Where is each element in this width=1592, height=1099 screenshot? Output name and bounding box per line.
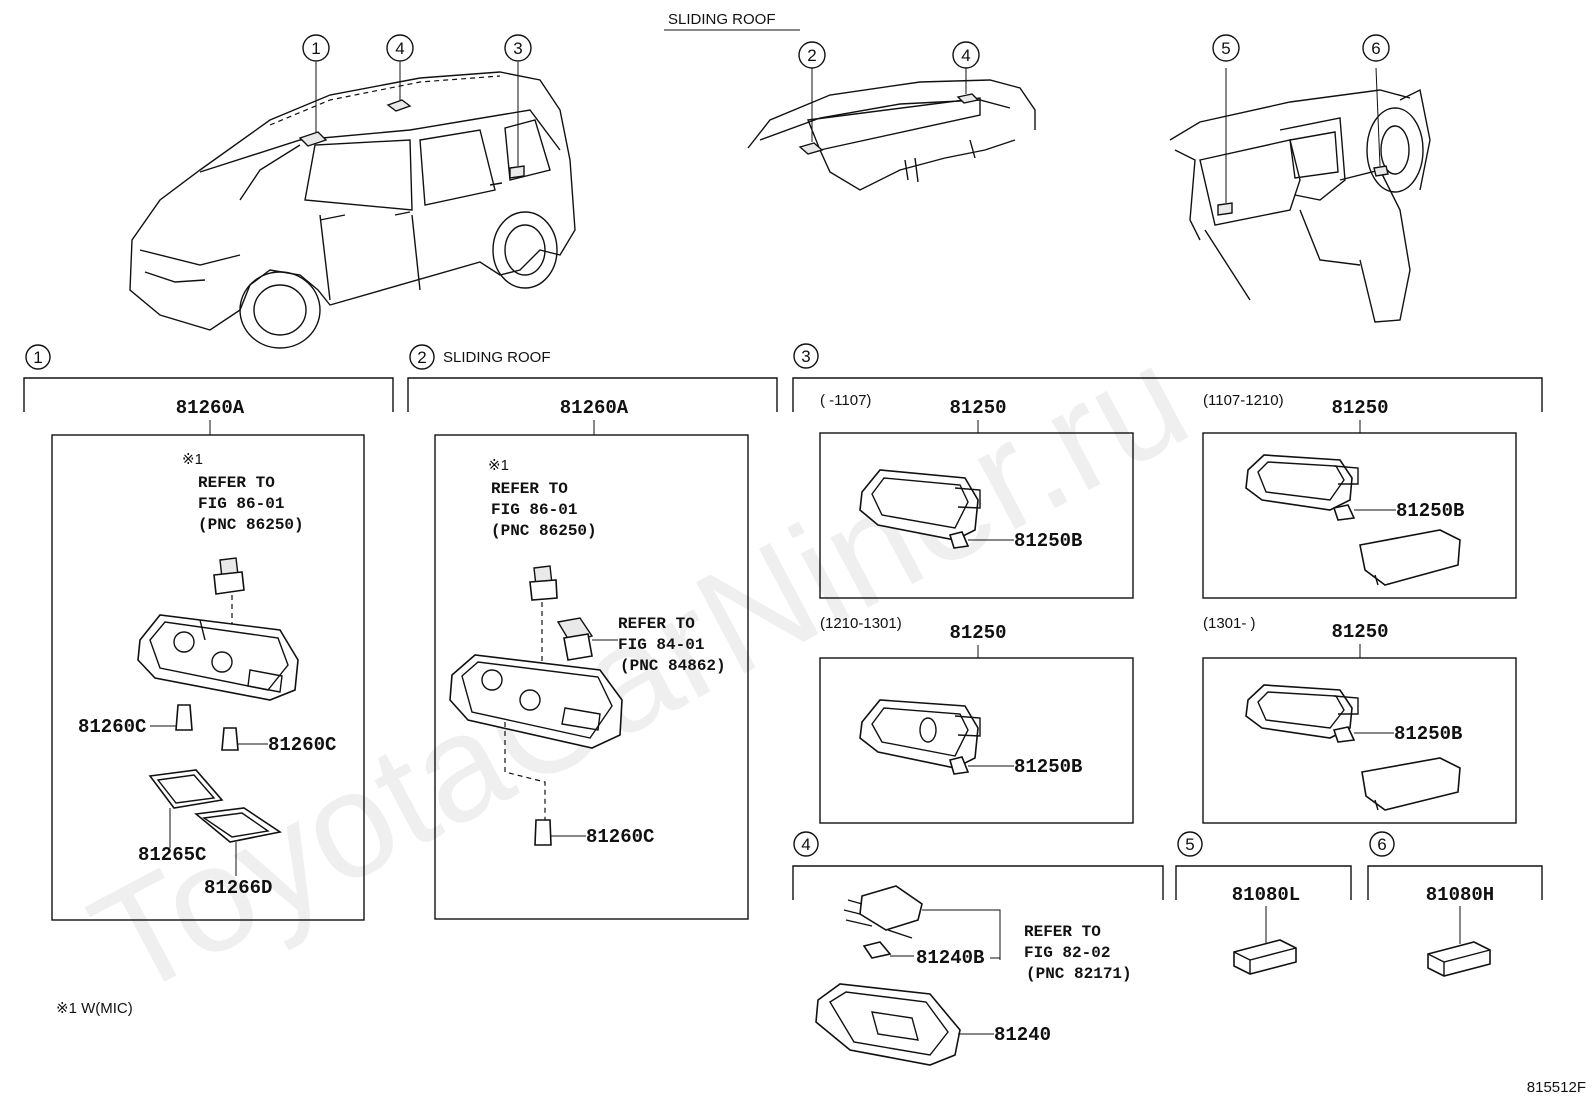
dashboard-illustration: [1169, 67, 1431, 323]
callout-1-car-label: 1: [311, 39, 320, 58]
s3-v1-lamp: [859, 469, 981, 541]
s4-part-81240: 81240: [994, 1024, 1051, 1046]
s3-v3-lamp: [859, 699, 981, 769]
s3-v4-bulb: [1332, 726, 1356, 743]
section-2-title: SLIDING ROOF: [443, 349, 551, 366]
callout-3-car: [504, 34, 532, 62]
callout-4-roof-label: 4: [961, 46, 970, 65]
s3-v4-part: 81250: [1331, 621, 1388, 643]
s2-refer2-line2: FIG 84-01: [618, 636, 704, 654]
s4-refer-line2: FIG 82-02: [1024, 944, 1110, 962]
s1-refer-line1: REFER TO: [198, 474, 275, 492]
callout-1-car: [302, 34, 330, 62]
section-2-number: 2: [417, 348, 426, 367]
section-5-number: 5: [1185, 835, 1194, 854]
s3-v1-range: ( -1107): [820, 392, 871, 409]
s3-v2-cover: [1359, 529, 1461, 586]
car-illustration: [129, 62, 576, 349]
s2-refer-line2: FIG 86-01: [491, 501, 577, 519]
s3-v2-bulb: [1332, 504, 1356, 521]
s3-v1-bulb-part: 81250B: [1014, 530, 1082, 552]
s1-part-81266D: 81266D: [204, 877, 272, 899]
s2-box: [434, 434, 749, 920]
callout-2-roof: [798, 41, 826, 69]
s3-v1-part: 81250: [949, 397, 1006, 419]
s3-v3-bulb-part: 81250B: [1014, 756, 1082, 778]
section-2: 2 SLIDING ROOF 81260A ※1 REFER TO FIG 86…: [407, 344, 778, 920]
section-1: 1 81260A ※1 REFER TO FIG 86-01 (PNC 8625…: [23, 344, 394, 921]
callout-5-dash: [1212, 34, 1240, 62]
callout-3-car-label: 3: [513, 39, 522, 58]
s6-part: 81080H: [1426, 884, 1494, 906]
s2-part-81260C: 81260C: [586, 826, 654, 848]
s4-part-81240B: 81240B: [916, 947, 984, 969]
s3-v4-cover: [1361, 757, 1461, 811]
s2-refer-line1: REFER TO: [491, 480, 568, 498]
s1-note-mark: ※1: [182, 451, 203, 468]
footnote: ※1 W(MIC): [56, 1000, 133, 1017]
section-6-number: 6: [1377, 835, 1386, 854]
s1-refer-line3: (PNC 86250): [198, 516, 304, 534]
s4-switch-module: [843, 885, 923, 939]
section-3-number: 3: [801, 347, 810, 366]
callout-2-roof-label: 2: [807, 46, 816, 65]
callout-6-dash: [1362, 34, 1390, 62]
section-6: 6 81080H: [1367, 831, 1543, 977]
figure-id: 815512F: [1527, 1079, 1586, 1096]
s3-v3-box: [819, 657, 1134, 824]
callout-4-car-label: 4: [395, 39, 404, 58]
s3-v2-box: [1202, 432, 1517, 599]
s2-refer2-line1: REFER TO: [618, 615, 695, 633]
callout-6-dash-label: 6: [1371, 39, 1380, 58]
s2-bulb: [534, 819, 552, 846]
s4-bulb: [862, 941, 892, 959]
s3-v4-range: (1301- ): [1203, 615, 1256, 632]
s3-v2-range: (1107-1210): [1203, 392, 1284, 409]
s4-lamp-housing: [815, 983, 961, 1066]
s1-lamp-housing: [137, 614, 299, 701]
s3-v1-bulb: [948, 531, 970, 549]
section-1-number: 1: [33, 348, 42, 367]
callout-5-dash-label: 5: [1221, 39, 1230, 58]
s3-v4-lamp: [1245, 684, 1359, 739]
s3-v4-box: [1202, 657, 1517, 824]
s4-refer-line3: (PNC 82171): [1026, 965, 1132, 983]
s3-v1-box: [819, 432, 1134, 599]
callout-4-car: [386, 34, 414, 62]
s5-part: 81080L: [1232, 884, 1300, 906]
sliding-roof-header: SLIDING ROOF: [668, 11, 776, 28]
s1-part-81260C-b: 81260C: [268, 734, 336, 756]
s1-lens-81265C: [148, 769, 224, 809]
section-4: 4 81240B REFER TO FIG 82-02 (PNC 82171) …: [792, 831, 1164, 1066]
s3-v4-bulb-part: 81250B: [1394, 723, 1462, 745]
s2-lamp-housing: [449, 654, 623, 749]
s1-box: [51, 434, 365, 921]
s1-bulb-2: [221, 727, 239, 751]
section-5: 5 81080L: [1175, 831, 1352, 975]
s2-top-part: 81260A: [560, 397, 629, 419]
s1-part-81260C-a: 81260C: [78, 716, 146, 738]
s1-top-part: 81260A: [176, 397, 245, 419]
s1-refer-line2: FIG 86-01: [198, 495, 284, 513]
s3-v3-part: 81250: [949, 622, 1006, 644]
s2-refer2-line3: (PNC 84862): [620, 657, 726, 675]
s2-note-mark: ※1: [488, 457, 509, 474]
s1-bulb-1: [175, 704, 193, 731]
s3-v2-bulb-part: 81250B: [1396, 500, 1464, 522]
callout-4-roof: [952, 41, 980, 69]
s3-v2-part: 81250: [1331, 397, 1388, 419]
section-4-number: 4: [801, 835, 810, 854]
s1-part-81265C: 81265C: [138, 844, 206, 866]
s3-v3-range: (1210-1301): [820, 615, 902, 632]
s3-v3-bulb: [949, 756, 970, 775]
section-3: 3 ( -1107) 81250 81250B (1107-1210) 8125…: [792, 343, 1543, 824]
s4-refer-line1: REFER TO: [1024, 923, 1101, 941]
s3-v2-lamp: [1245, 454, 1359, 511]
sliding-roof-illustration: [747, 68, 1036, 191]
s2-refer-line3: (PNC 86250): [491, 522, 597, 540]
